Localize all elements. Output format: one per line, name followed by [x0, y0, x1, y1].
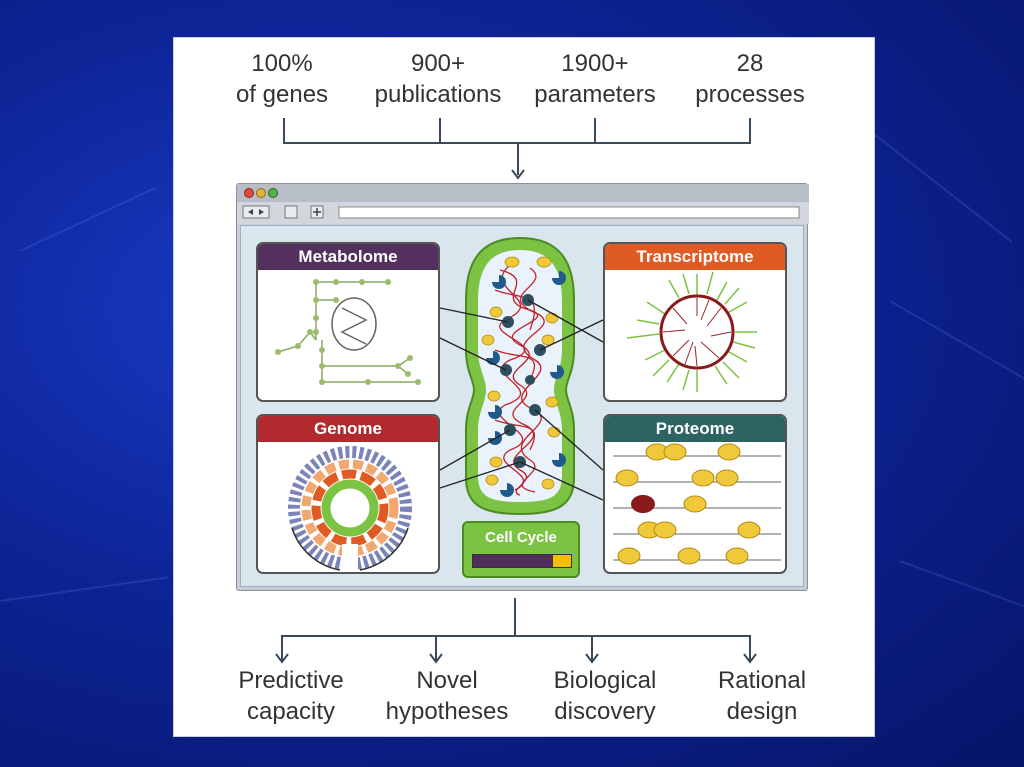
output-line: discovery: [554, 696, 657, 727]
output-line: hypotheses: [386, 696, 509, 727]
output-label-predictive: Predictive capacity: [238, 665, 343, 727]
cell-cycle-label: Cell Cycle: [464, 529, 578, 546]
cell-cycle-progress-fill: [553, 555, 571, 567]
output-label-design: Rational design: [718, 665, 806, 727]
output-line: Novel: [386, 665, 509, 696]
output-label-hypotheses: Novel hypotheses: [386, 665, 509, 727]
output-line: Biological: [554, 665, 657, 696]
output-line: Predictive: [238, 665, 343, 696]
output-line: Rational: [718, 665, 806, 696]
cell-cycle-indicator: Cell Cycle: [462, 521, 580, 578]
output-line: design: [718, 696, 806, 727]
output-label-discovery: Biological discovery: [554, 665, 657, 727]
output-line: capacity: [238, 696, 343, 727]
cell-cycle-progress-bar: [472, 554, 572, 568]
